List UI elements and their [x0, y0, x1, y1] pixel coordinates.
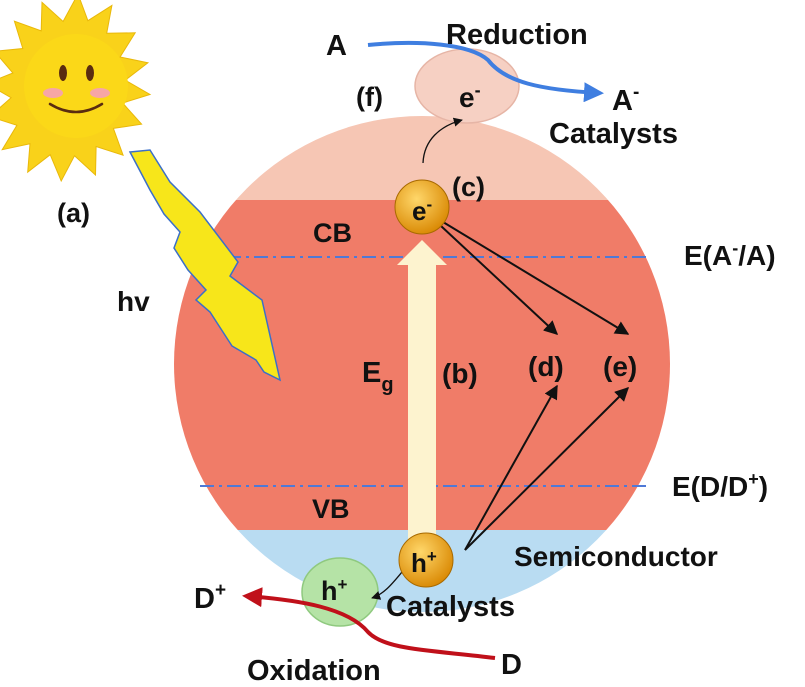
label-level-a: E(A-/A) [684, 238, 776, 271]
label-cb: CB [313, 218, 352, 248]
label-electron: e- [412, 195, 432, 226]
label-reduction: Reduction [446, 19, 588, 51]
label-b: (b) [442, 358, 478, 389]
label-species-a: A [326, 30, 347, 62]
label-hole: h+ [411, 547, 437, 578]
label-catalyst-hole: h+ [321, 575, 348, 606]
hole-ball [398, 532, 454, 588]
label-catalysts-top: Catalysts [549, 118, 678, 150]
label-catalyst-electron: e- [459, 80, 481, 113]
reduction-arrow [367, 40, 604, 103]
recombination-arrow-d-bottom [464, 384, 558, 551]
band-gap-arrow [397, 240, 447, 540]
label-vb: VB [312, 494, 350, 524]
label-f: (f) [356, 82, 383, 112]
label-catalysts-bottom: Catalysts [386, 591, 515, 623]
label-e: (e) [603, 351, 637, 382]
label-band-gap: Eg [362, 357, 394, 396]
label-species-d-plus: D+ [194, 580, 226, 615]
electron-ball [394, 179, 450, 235]
label-c: (c) [452, 172, 485, 202]
label-oxidation: Oxidation [247, 655, 381, 687]
recombination-arrow-e-bottom [464, 387, 629, 551]
label-level-d: E(D/D+) [672, 469, 768, 502]
label-hv: hv [117, 286, 150, 317]
label-d: (d) [528, 351, 564, 382]
label-species-a-minus: A- [612, 82, 639, 117]
sun-icon [0, 0, 152, 183]
recombination-arrow-d-top [440, 225, 559, 335]
electron-transfer-arrow [422, 117, 463, 164]
oxidation-arrow [242, 587, 496, 660]
recombination-arrow-e-top [442, 221, 630, 335]
label-a: (a) [57, 198, 90, 228]
lightning-icon [128, 149, 282, 382]
label-species-d: D [501, 649, 522, 681]
hole-transfer-arrow [371, 571, 403, 600]
label-semiconductor: Semiconductor [514, 541, 718, 572]
